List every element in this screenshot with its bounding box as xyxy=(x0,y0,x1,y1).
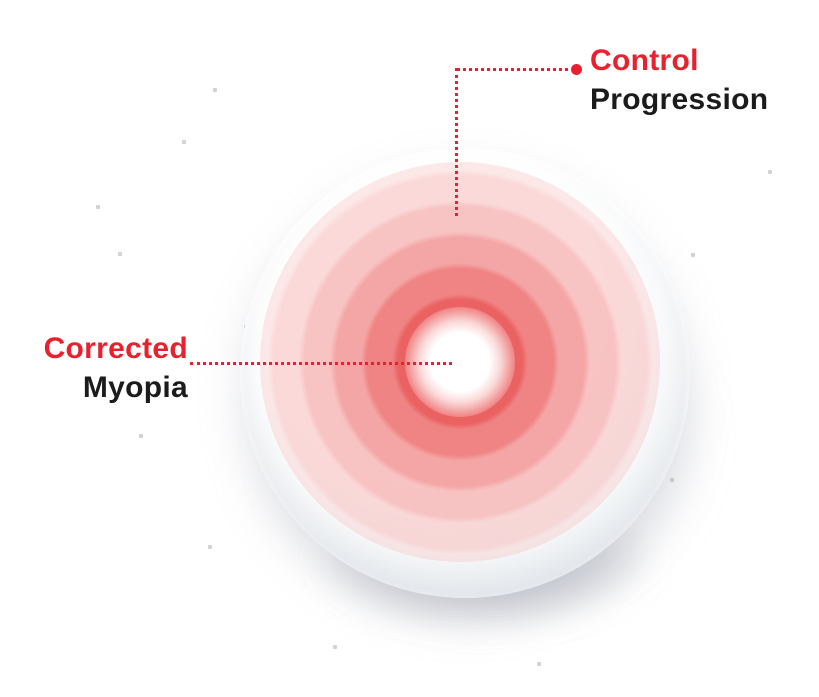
background-speckle xyxy=(208,545,212,549)
background-speckle xyxy=(333,645,337,649)
background-speckle xyxy=(139,434,143,438)
background-speckle xyxy=(670,478,674,482)
leader-dot-control xyxy=(571,64,582,75)
control-text: Control xyxy=(590,44,699,77)
background-speckle xyxy=(118,252,122,256)
progression-text: Progression xyxy=(590,83,769,116)
myopia-text: Myopia xyxy=(82,371,188,404)
label-corrected-myopia: Corrected Myopia xyxy=(16,329,188,407)
label-control-progression: Control Progression xyxy=(590,41,768,119)
leader-line-corrected xyxy=(190,362,452,365)
background-speckle xyxy=(537,662,541,666)
background-speckle xyxy=(691,253,695,257)
corrected-text: Corrected xyxy=(43,332,188,365)
background-speckle xyxy=(768,170,772,174)
leader-line-control-vertical xyxy=(455,68,458,216)
background-speckle xyxy=(182,140,186,144)
background-speckle xyxy=(213,88,217,92)
leader-line-control-horizontal xyxy=(456,68,576,71)
background-speckle xyxy=(96,205,100,209)
